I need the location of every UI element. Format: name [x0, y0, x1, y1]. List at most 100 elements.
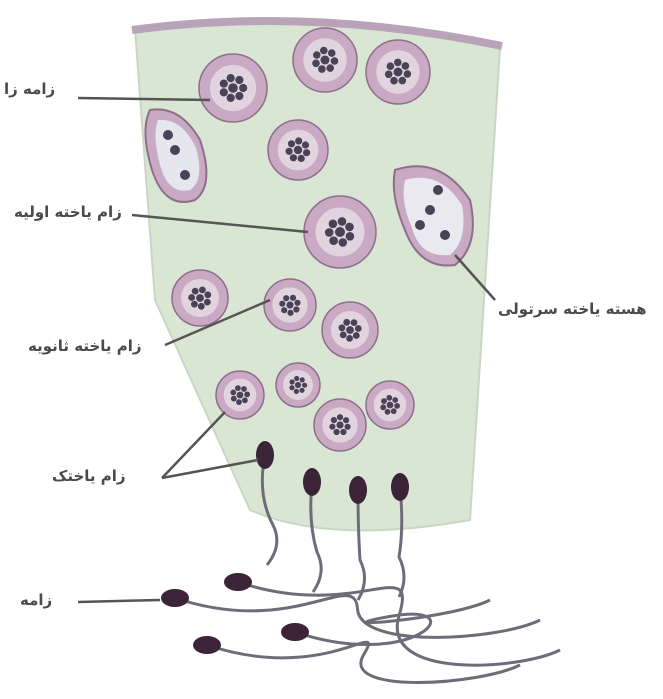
chromatin-spot: [440, 230, 450, 240]
chromatin-spot: [381, 398, 387, 404]
chromatin-spot: [228, 83, 238, 93]
label-primary-spermatocyte: زام یاخته اولیه: [14, 203, 122, 221]
chromatin-spot: [180, 170, 190, 180]
sperm-head: [391, 473, 409, 501]
chromatin-spot: [283, 295, 289, 301]
chromatin-spot: [288, 140, 295, 147]
chromatin-spot: [338, 217, 347, 226]
chromatin-spot: [163, 130, 173, 140]
chromatin-spot: [312, 60, 320, 68]
chromatin-spot: [387, 62, 395, 70]
chromatin-spot: [199, 287, 206, 294]
chromatin-spot: [345, 424, 351, 430]
chromatin-spot: [236, 399, 242, 405]
chromatin-spot: [353, 332, 360, 339]
chromatin-spot: [387, 402, 394, 409]
chromatin-spot: [227, 94, 235, 102]
chromatin-spot: [394, 403, 400, 409]
chromatin-spot: [415, 220, 425, 230]
chromatin-spot: [231, 396, 237, 402]
chromatin-spot: [331, 57, 339, 65]
label-spermatid: زام یاختک: [52, 467, 126, 485]
chromatin-spot: [433, 185, 443, 195]
chromatin-spot: [227, 74, 235, 82]
chromatin-spot: [196, 294, 204, 302]
chromatin-spot: [394, 59, 402, 67]
chromatin-spot: [320, 47, 328, 55]
chromatin-spot: [294, 389, 299, 394]
chromatin-spot: [346, 326, 354, 334]
chromatin-spot: [355, 325, 362, 332]
label-spermatogonium: زامه زا: [4, 80, 55, 98]
chromatin-spot: [241, 386, 247, 392]
chromatin-spot: [294, 146, 302, 154]
chromatin-spot: [204, 299, 211, 306]
chromatin-spot: [351, 319, 358, 326]
chromatin-spot: [313, 51, 321, 59]
chromatin-spot: [394, 68, 403, 77]
chromatin-spot: [392, 397, 398, 403]
chromatin-spot: [340, 429, 346, 435]
sperm-head: [224, 573, 252, 591]
chromatin-spot: [290, 154, 297, 161]
chromatin-spot: [220, 80, 228, 88]
chromatin-spot: [331, 417, 337, 423]
chromatin-spot: [281, 307, 287, 313]
chromatin-spot: [286, 301, 293, 308]
chromatin-spot: [188, 294, 195, 301]
chromatin-spot: [391, 408, 397, 414]
chromatin-spot: [300, 377, 305, 382]
chromatin-spot: [328, 49, 336, 57]
chromatin-spot: [404, 70, 412, 78]
chromatin-spot: [386, 395, 392, 401]
chromatin-spot: [340, 332, 347, 339]
chromatin-spot: [380, 404, 386, 410]
label-secondary-spermatocyte: زام یاخته ثانویه: [28, 337, 142, 355]
chromatin-spot: [286, 148, 293, 155]
sperm-head: [303, 468, 321, 496]
chromatin-spot: [329, 220, 338, 229]
chromatin-spot: [345, 223, 354, 232]
chromatin-spot: [321, 56, 330, 65]
chromatin-spot: [385, 71, 393, 79]
sperm-tail: [207, 642, 520, 682]
chromatin-spot: [298, 155, 305, 162]
chromatin-spot: [204, 291, 211, 298]
chromatin-spot: [294, 300, 300, 306]
chromatin-spot: [295, 382, 301, 388]
chromatin-spot: [303, 149, 310, 156]
chromatin-spot: [336, 421, 343, 428]
sperm-head: [193, 636, 221, 654]
chromatin-spot: [235, 76, 243, 84]
chromatin-spot: [198, 303, 205, 310]
chromatin-spot: [289, 385, 294, 390]
chromatin-spot: [329, 236, 338, 245]
chromatin-spot: [335, 227, 345, 237]
chromatin-spot: [343, 417, 349, 423]
chromatin-spot: [293, 306, 299, 312]
chromatin-spot: [325, 228, 334, 237]
chromatin-spot: [239, 84, 247, 92]
chromatin-spot: [339, 324, 346, 331]
sperm-head: [161, 589, 189, 607]
chromatin-spot: [295, 137, 302, 144]
chromatin-spot: [402, 62, 410, 70]
chromatin-spot: [390, 77, 398, 85]
chromatin-spot: [334, 429, 340, 435]
label-sperm: زامه: [20, 591, 52, 609]
chromatin-spot: [299, 388, 304, 393]
chromatin-spot: [235, 92, 243, 100]
chromatin-spot: [343, 319, 350, 326]
chromatin-spot: [346, 335, 353, 342]
chromatin-spot: [318, 65, 326, 73]
chromatin-spot: [337, 414, 343, 420]
chromatin-spot: [329, 424, 335, 430]
chromatin-spot: [326, 64, 334, 72]
chromatin-spot: [302, 141, 309, 148]
chromatin-spot: [294, 376, 299, 381]
chromatin-spot: [191, 301, 198, 308]
chromatin-spot: [385, 409, 391, 415]
chromatin-spot: [237, 392, 244, 399]
leader-sperm: [78, 600, 160, 602]
